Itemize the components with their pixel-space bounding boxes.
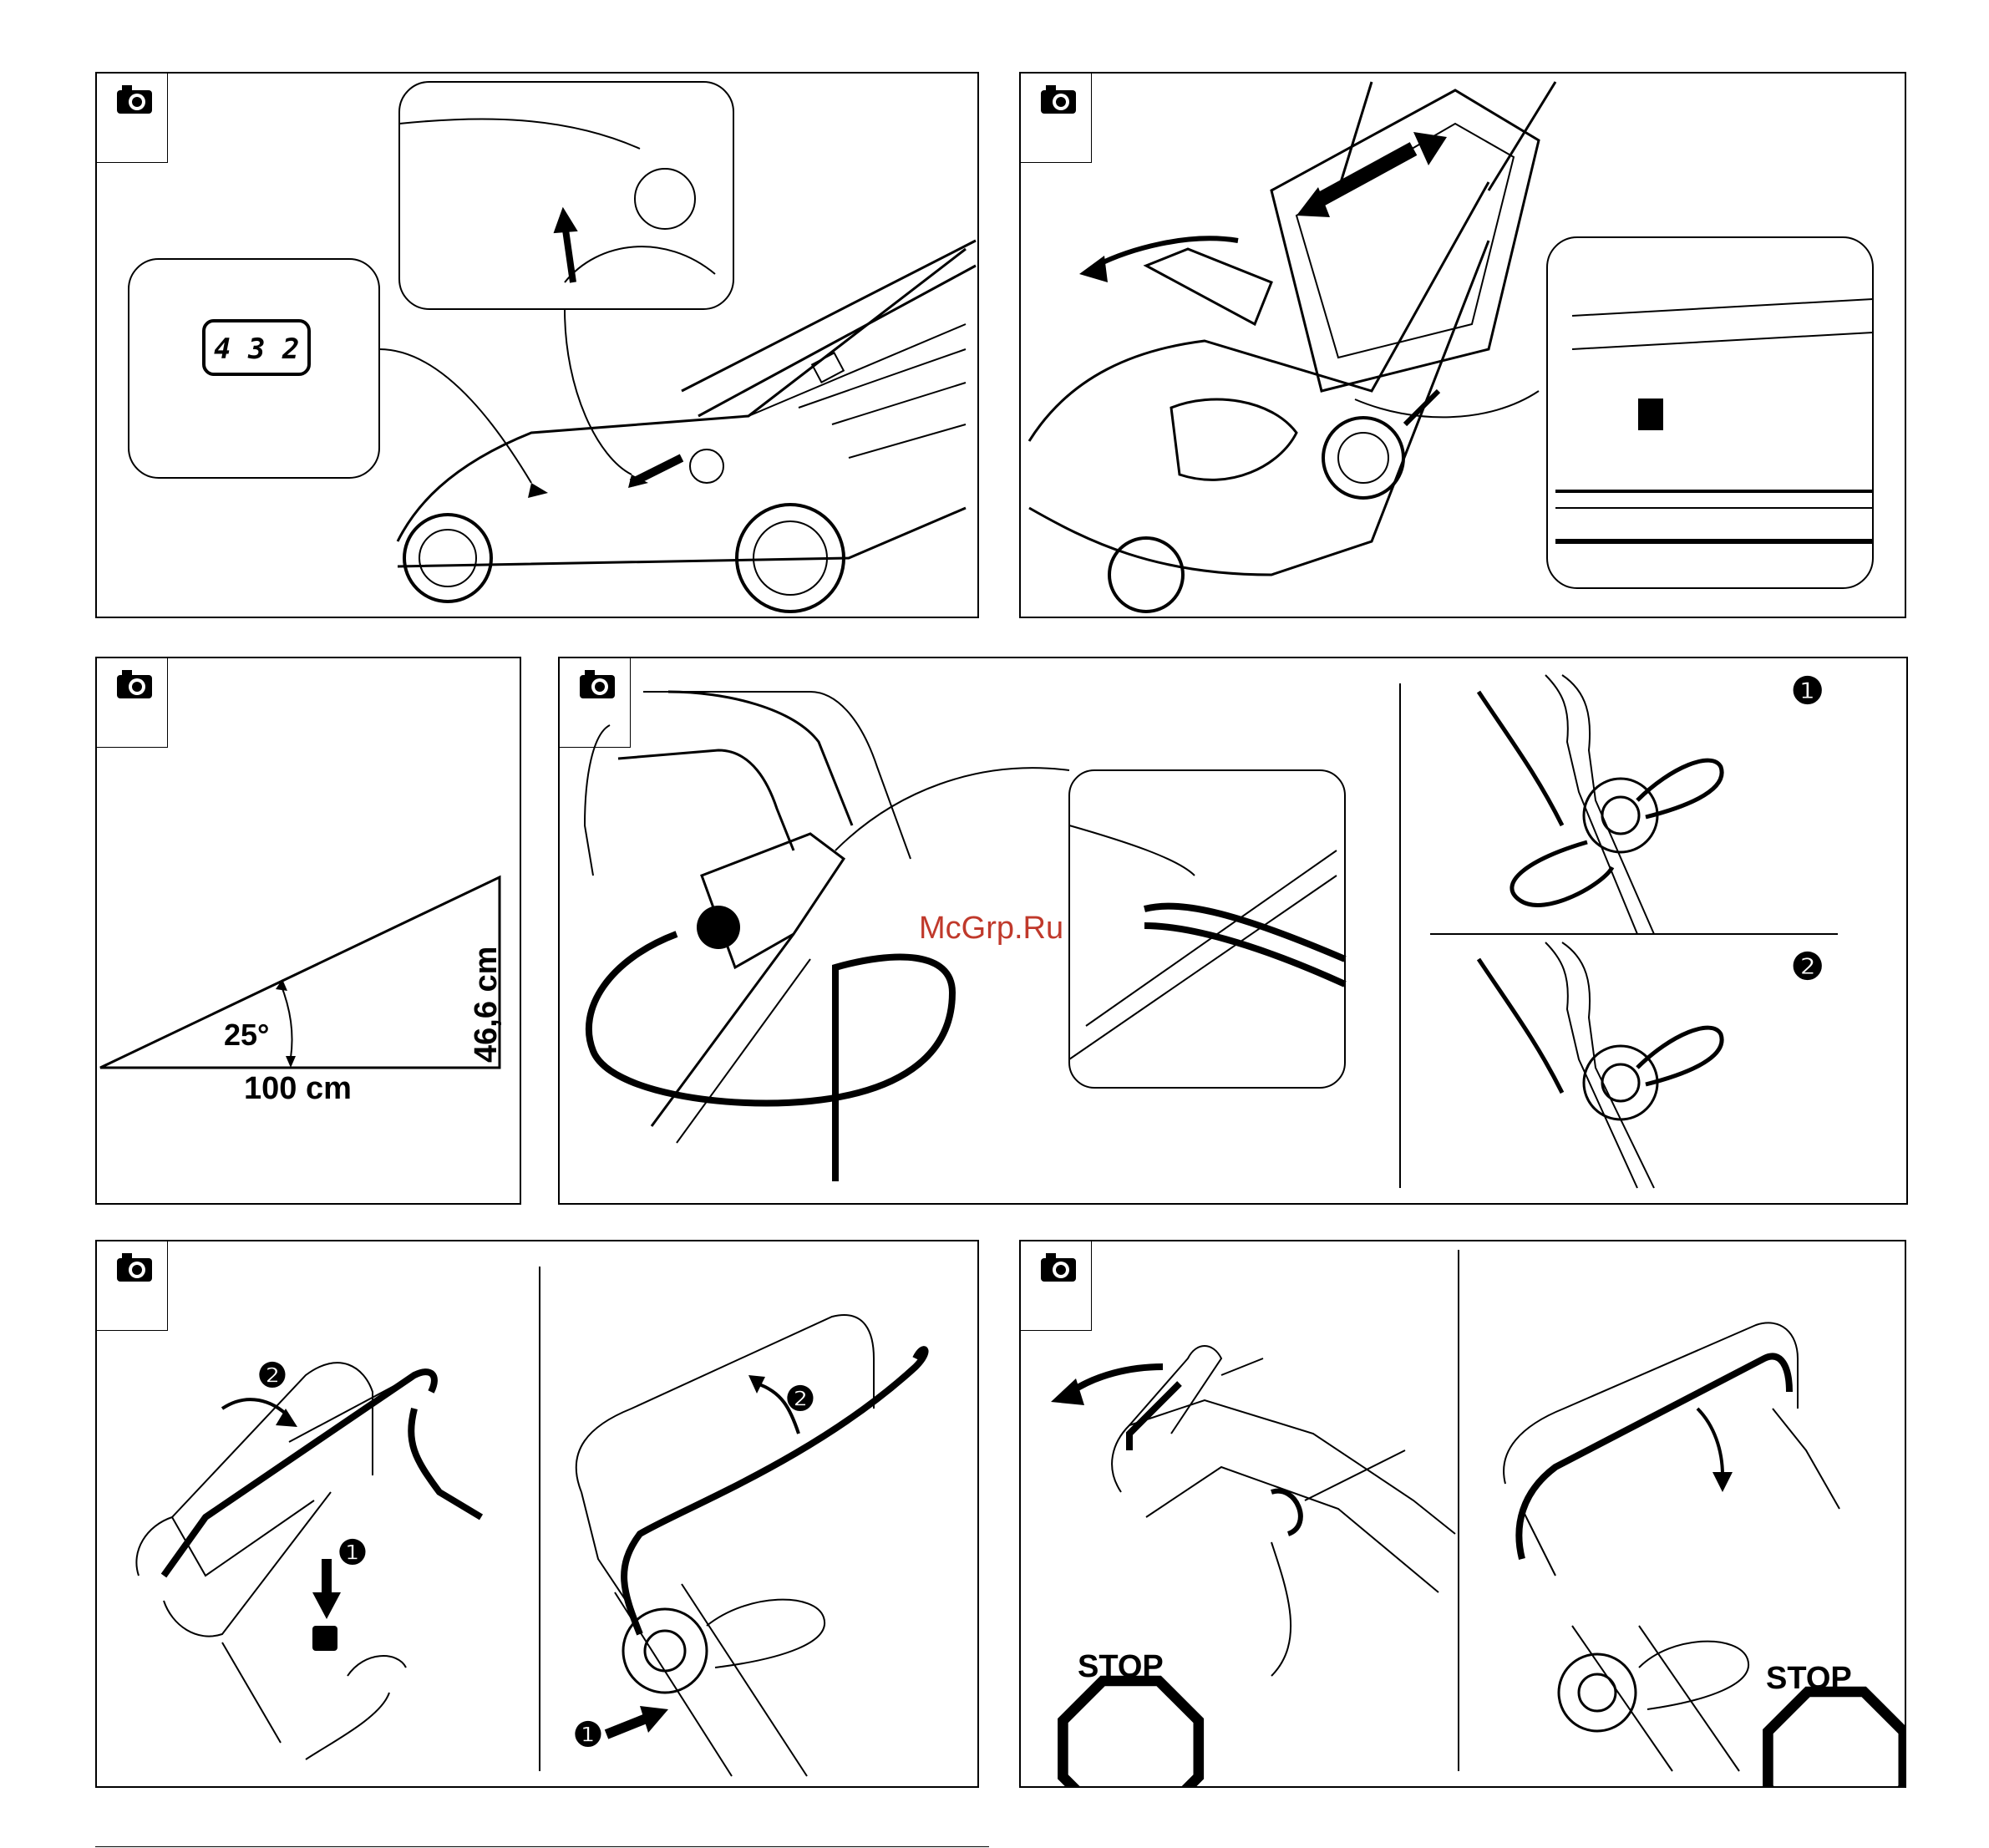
panel-stop-procedure: STOP STOP	[1019, 1240, 1906, 1788]
cable-illustration	[560, 658, 1906, 1203]
slope-base-label: 100 cm	[244, 1071, 352, 1107]
panel-slope-limit: 46,6 cm 25° 100 cm	[95, 657, 521, 1205]
panel-grass-catcher	[1019, 72, 1906, 618]
start-illustration	[97, 1241, 977, 1786]
step-two-right-marker: ❷	[785, 1380, 815, 1419]
step-two-marker: ❷	[1791, 946, 1824, 988]
step-one-left-marker: ❶	[337, 1534, 368, 1572]
stop-sign-right-icon	[1768, 1692, 1903, 1786]
mower-rear-illustration	[1021, 74, 1905, 617]
footer-rule	[95, 1846, 989, 1847]
step-one-marker: ❶	[1791, 670, 1824, 713]
watermark-text: McGrp.Ru	[919, 911, 1063, 947]
step-one-right-marker: ❶	[573, 1716, 603, 1754]
stop-sign-right-label: STOP	[1766, 1661, 1852, 1697]
slope-triangle-diagram	[97, 658, 520, 1203]
slope-height-label: 46,6 cm	[469, 947, 505, 1063]
panel-start-procedure: ❷ ❶ ❷ ❶	[95, 1240, 979, 1788]
stop-sign-left-label: STOP	[1078, 1649, 1164, 1685]
stop-sign-left-icon	[1063, 1681, 1198, 1786]
stop-illustration	[1021, 1241, 1905, 1786]
step-two-left-marker: ❷	[257, 1357, 287, 1395]
height-setting-digits: 4 3 2	[214, 333, 299, 366]
panel-height-adjustment: 4 3 2	[95, 72, 979, 618]
panel-cable-strain-relief: ❶ ❷	[558, 657, 1908, 1205]
slope-angle-label: 25°	[224, 1018, 269, 1053]
